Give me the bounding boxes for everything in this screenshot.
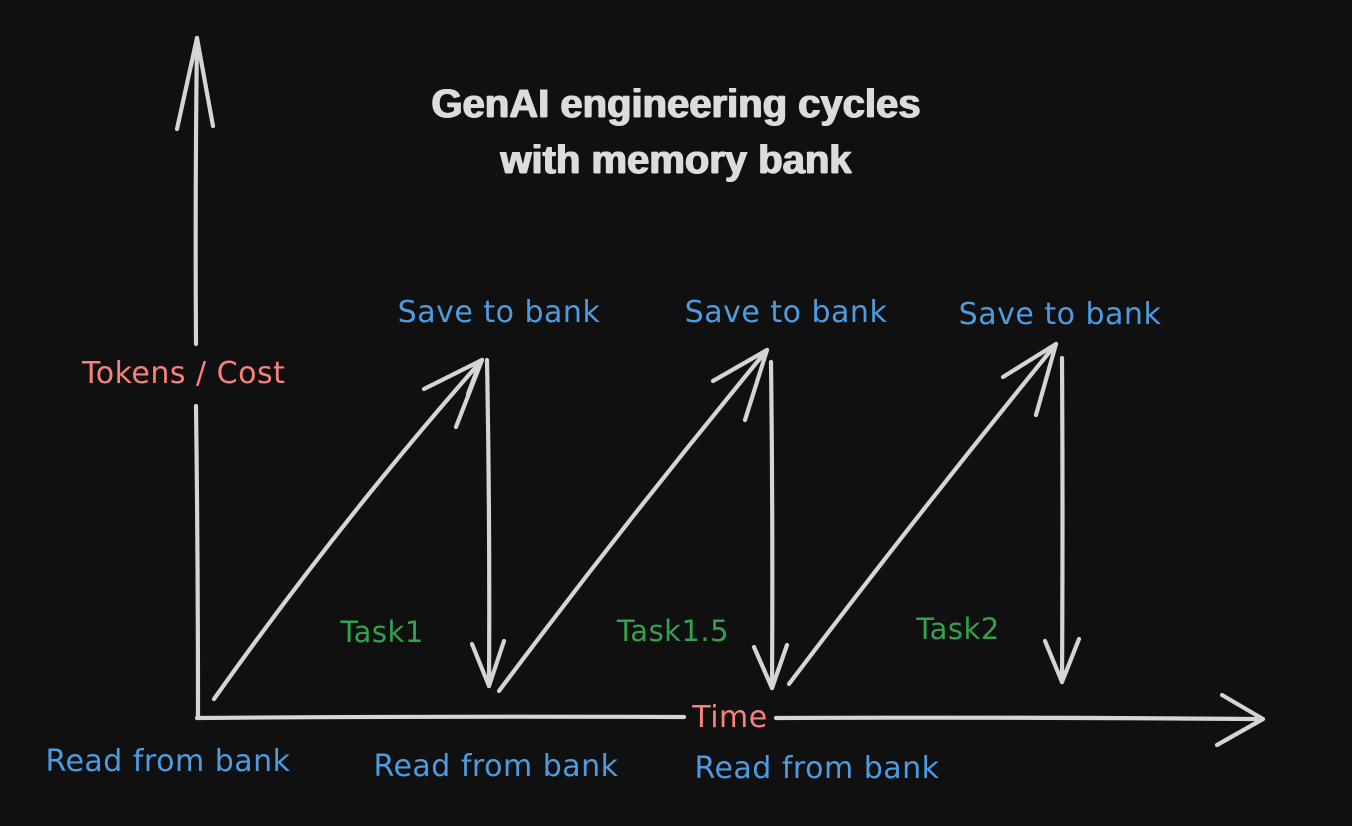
cycle-2-drop-arrow: [751, 359, 790, 691]
y-axis: [174, 35, 216, 721]
task-label-1: Task1: [340, 615, 424, 649]
cycle-2-rise-arrow: [496, 347, 770, 694]
save-to-bank-label-2: Save to bank: [684, 295, 888, 330]
y-axis-label: Tokens / Cost: [82, 356, 286, 391]
x-axis-label: Time: [692, 700, 768, 735]
read-from-bank-label-1: Read from bank: [45, 744, 291, 779]
y-axis-arrowhead: [174, 35, 200, 132]
page-title: GenAI engineering cycles with memory ban…: [0, 76, 1352, 188]
read-from-bank-label-2: Read from bank: [373, 749, 619, 784]
task-label-2: Task1.5: [616, 614, 730, 648]
x-axis: [194, 692, 1266, 748]
save-to-bank-label-3: Save to bank: [958, 297, 1162, 332]
cycle-1-rise-arrow: [211, 357, 485, 702]
cycle-3-rise-arrow: [786, 341, 1059, 687]
task-label-3: Task2: [916, 612, 1000, 646]
read-from-bank-label-3: Read from bank: [694, 751, 940, 786]
cycle-1-drop-arrow: [469, 357, 507, 689]
save-to-bank-label-1: Save to bank: [397, 295, 601, 330]
page-title-line1: GenAI engineering cycles: [431, 82, 921, 126]
page-title-line2: with memory bank: [500, 138, 852, 182]
x-axis-arrowhead: [1219, 692, 1266, 722]
cycle-3-drop-arrow: [1042, 355, 1082, 685]
